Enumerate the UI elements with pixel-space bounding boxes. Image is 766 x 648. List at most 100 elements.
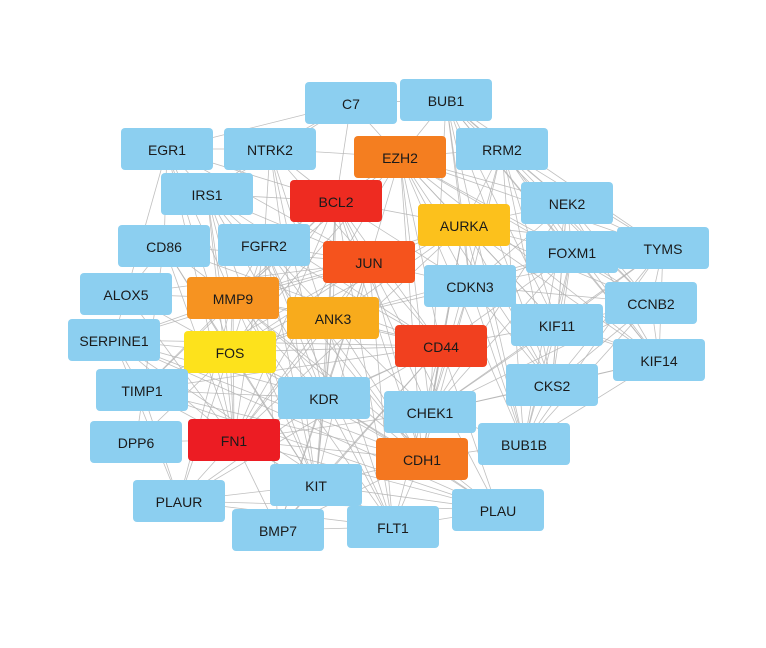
node-cdkn3[interactable]: CDKN3: [424, 265, 516, 307]
node-box: [424, 265, 516, 307]
node-label: PLAU: [480, 503, 517, 519]
edge-foxm1-chek1: [429, 251, 573, 413]
node-fos[interactable]: FOS: [184, 331, 276, 373]
edge-mmp9-egr1: [166, 148, 234, 299]
node-fgfr2[interactable]: FGFR2: [218, 224, 310, 266]
node-label: PLAUR: [156, 494, 203, 510]
edge-cdkn3-bub1b: [469, 285, 525, 445]
node-flt1[interactable]: FLT1: [347, 506, 439, 548]
node-box: [290, 180, 382, 222]
node-box: [400, 79, 492, 121]
node-label: TYMS: [644, 241, 683, 257]
node-cks2[interactable]: CKS2: [506, 364, 598, 406]
node-label: EZH2: [382, 150, 418, 166]
node-bmp7[interactable]: BMP7: [232, 509, 324, 551]
node-label: BUB1: [428, 93, 465, 109]
node-ccnb2[interactable]: CCNB2: [605, 282, 697, 324]
edge-fn1-alox5: [125, 293, 235, 441]
node-label: RRM2: [482, 142, 522, 158]
edge-cdh1-timp1: [141, 389, 423, 460]
node-box: [613, 339, 705, 381]
edge-cd44-plaur: [178, 345, 442, 502]
node-label: KIF14: [640, 353, 678, 369]
node-serpine1[interactable]: SERPINE1: [68, 319, 160, 361]
node-box: [456, 128, 548, 170]
node-aurka[interactable]: AURKA: [418, 204, 510, 246]
node-label: BUB1B: [501, 437, 547, 453]
node-box: [68, 319, 160, 361]
node-label: CCNB2: [627, 296, 675, 312]
node-label: ANK3: [315, 311, 352, 327]
edge-cd44-cd86: [163, 245, 442, 347]
edge-cd44-ezh2: [399, 156, 442, 347]
node-bub1[interactable]: BUB1: [400, 79, 492, 121]
node-box: [347, 506, 439, 548]
node-kif11[interactable]: KIF11: [511, 304, 603, 346]
node-box: [354, 136, 446, 178]
edge-cd44-timp1: [141, 345, 442, 391]
node-rrm2[interactable]: RRM2: [456, 128, 548, 170]
node-label: DPP6: [118, 435, 155, 451]
node-nek2[interactable]: NEK2: [521, 182, 613, 224]
node-label: JUN: [355, 255, 382, 271]
node-label: FLT1: [377, 520, 409, 536]
node-ntrk2[interactable]: NTRK2: [224, 128, 316, 170]
node-fn1[interactable]: FN1: [188, 419, 280, 461]
edge-cd44-serpine1: [113, 339, 442, 347]
node-foxm1[interactable]: FOXM1: [526, 231, 618, 273]
node-mmp9[interactable]: MMP9: [187, 277, 279, 319]
node-label: BCL2: [318, 194, 353, 210]
node-tyms[interactable]: TYMS: [617, 227, 709, 269]
edge-foxm1-bub1b: [523, 251, 573, 445]
node-cd44[interactable]: CD44: [395, 325, 487, 367]
node-kif14[interactable]: KIF14: [613, 339, 705, 381]
node-bub1b[interactable]: BUB1B: [478, 423, 570, 465]
node-plaur[interactable]: PLAUR: [133, 480, 225, 522]
node-ank3[interactable]: ANK3: [287, 297, 379, 339]
node-label: CKS2: [534, 378, 571, 394]
node-kit[interactable]: KIT: [270, 464, 362, 506]
node-box: [478, 423, 570, 465]
node-box: [133, 480, 225, 522]
node-box: [384, 391, 476, 433]
node-label: NEK2: [549, 196, 586, 212]
node-label: KIT: [305, 478, 327, 494]
node-label: AURKA: [440, 218, 489, 234]
node-label: C7: [342, 96, 360, 112]
node-box: [506, 364, 598, 406]
node-cd86[interactable]: CD86: [118, 225, 210, 267]
node-cdh1[interactable]: CDH1: [376, 438, 468, 480]
node-box: [90, 421, 182, 463]
node-dpp6[interactable]: DPP6: [90, 421, 182, 463]
node-c7[interactable]: C7: [305, 82, 397, 124]
node-ezh2[interactable]: EZH2: [354, 136, 446, 178]
node-box: [323, 241, 415, 283]
edge-jun-timp1: [141, 261, 370, 391]
node-box: [617, 227, 709, 269]
edge-nek2-kif14: [566, 202, 660, 361]
node-box: [118, 225, 210, 267]
edge-plau-timp1: [141, 389, 499, 511]
node-chek1[interactable]: CHEK1: [384, 391, 476, 433]
node-box: [418, 204, 510, 246]
node-box: [184, 331, 276, 373]
node-label: ALOX5: [103, 287, 148, 303]
node-timp1[interactable]: TIMP1: [96, 369, 188, 411]
node-bcl2[interactable]: BCL2: [290, 180, 382, 222]
node-label: FOXM1: [548, 245, 596, 261]
node-box: [526, 231, 618, 273]
node-label: CD44: [423, 339, 459, 355]
node-box: [287, 297, 379, 339]
node-alox5[interactable]: ALOX5: [80, 273, 172, 315]
node-label: CDKN3: [446, 279, 494, 295]
node-plau[interactable]: PLAU: [452, 489, 544, 531]
node-egr1[interactable]: EGR1: [121, 128, 213, 170]
node-label: IRS1: [191, 187, 222, 203]
node-kdr[interactable]: KDR: [278, 377, 370, 419]
node-jun[interactable]: JUN: [323, 241, 415, 283]
node-box: [188, 419, 280, 461]
edge-kdr-flt1: [323, 397, 394, 528]
node-irs1[interactable]: IRS1: [161, 173, 253, 215]
